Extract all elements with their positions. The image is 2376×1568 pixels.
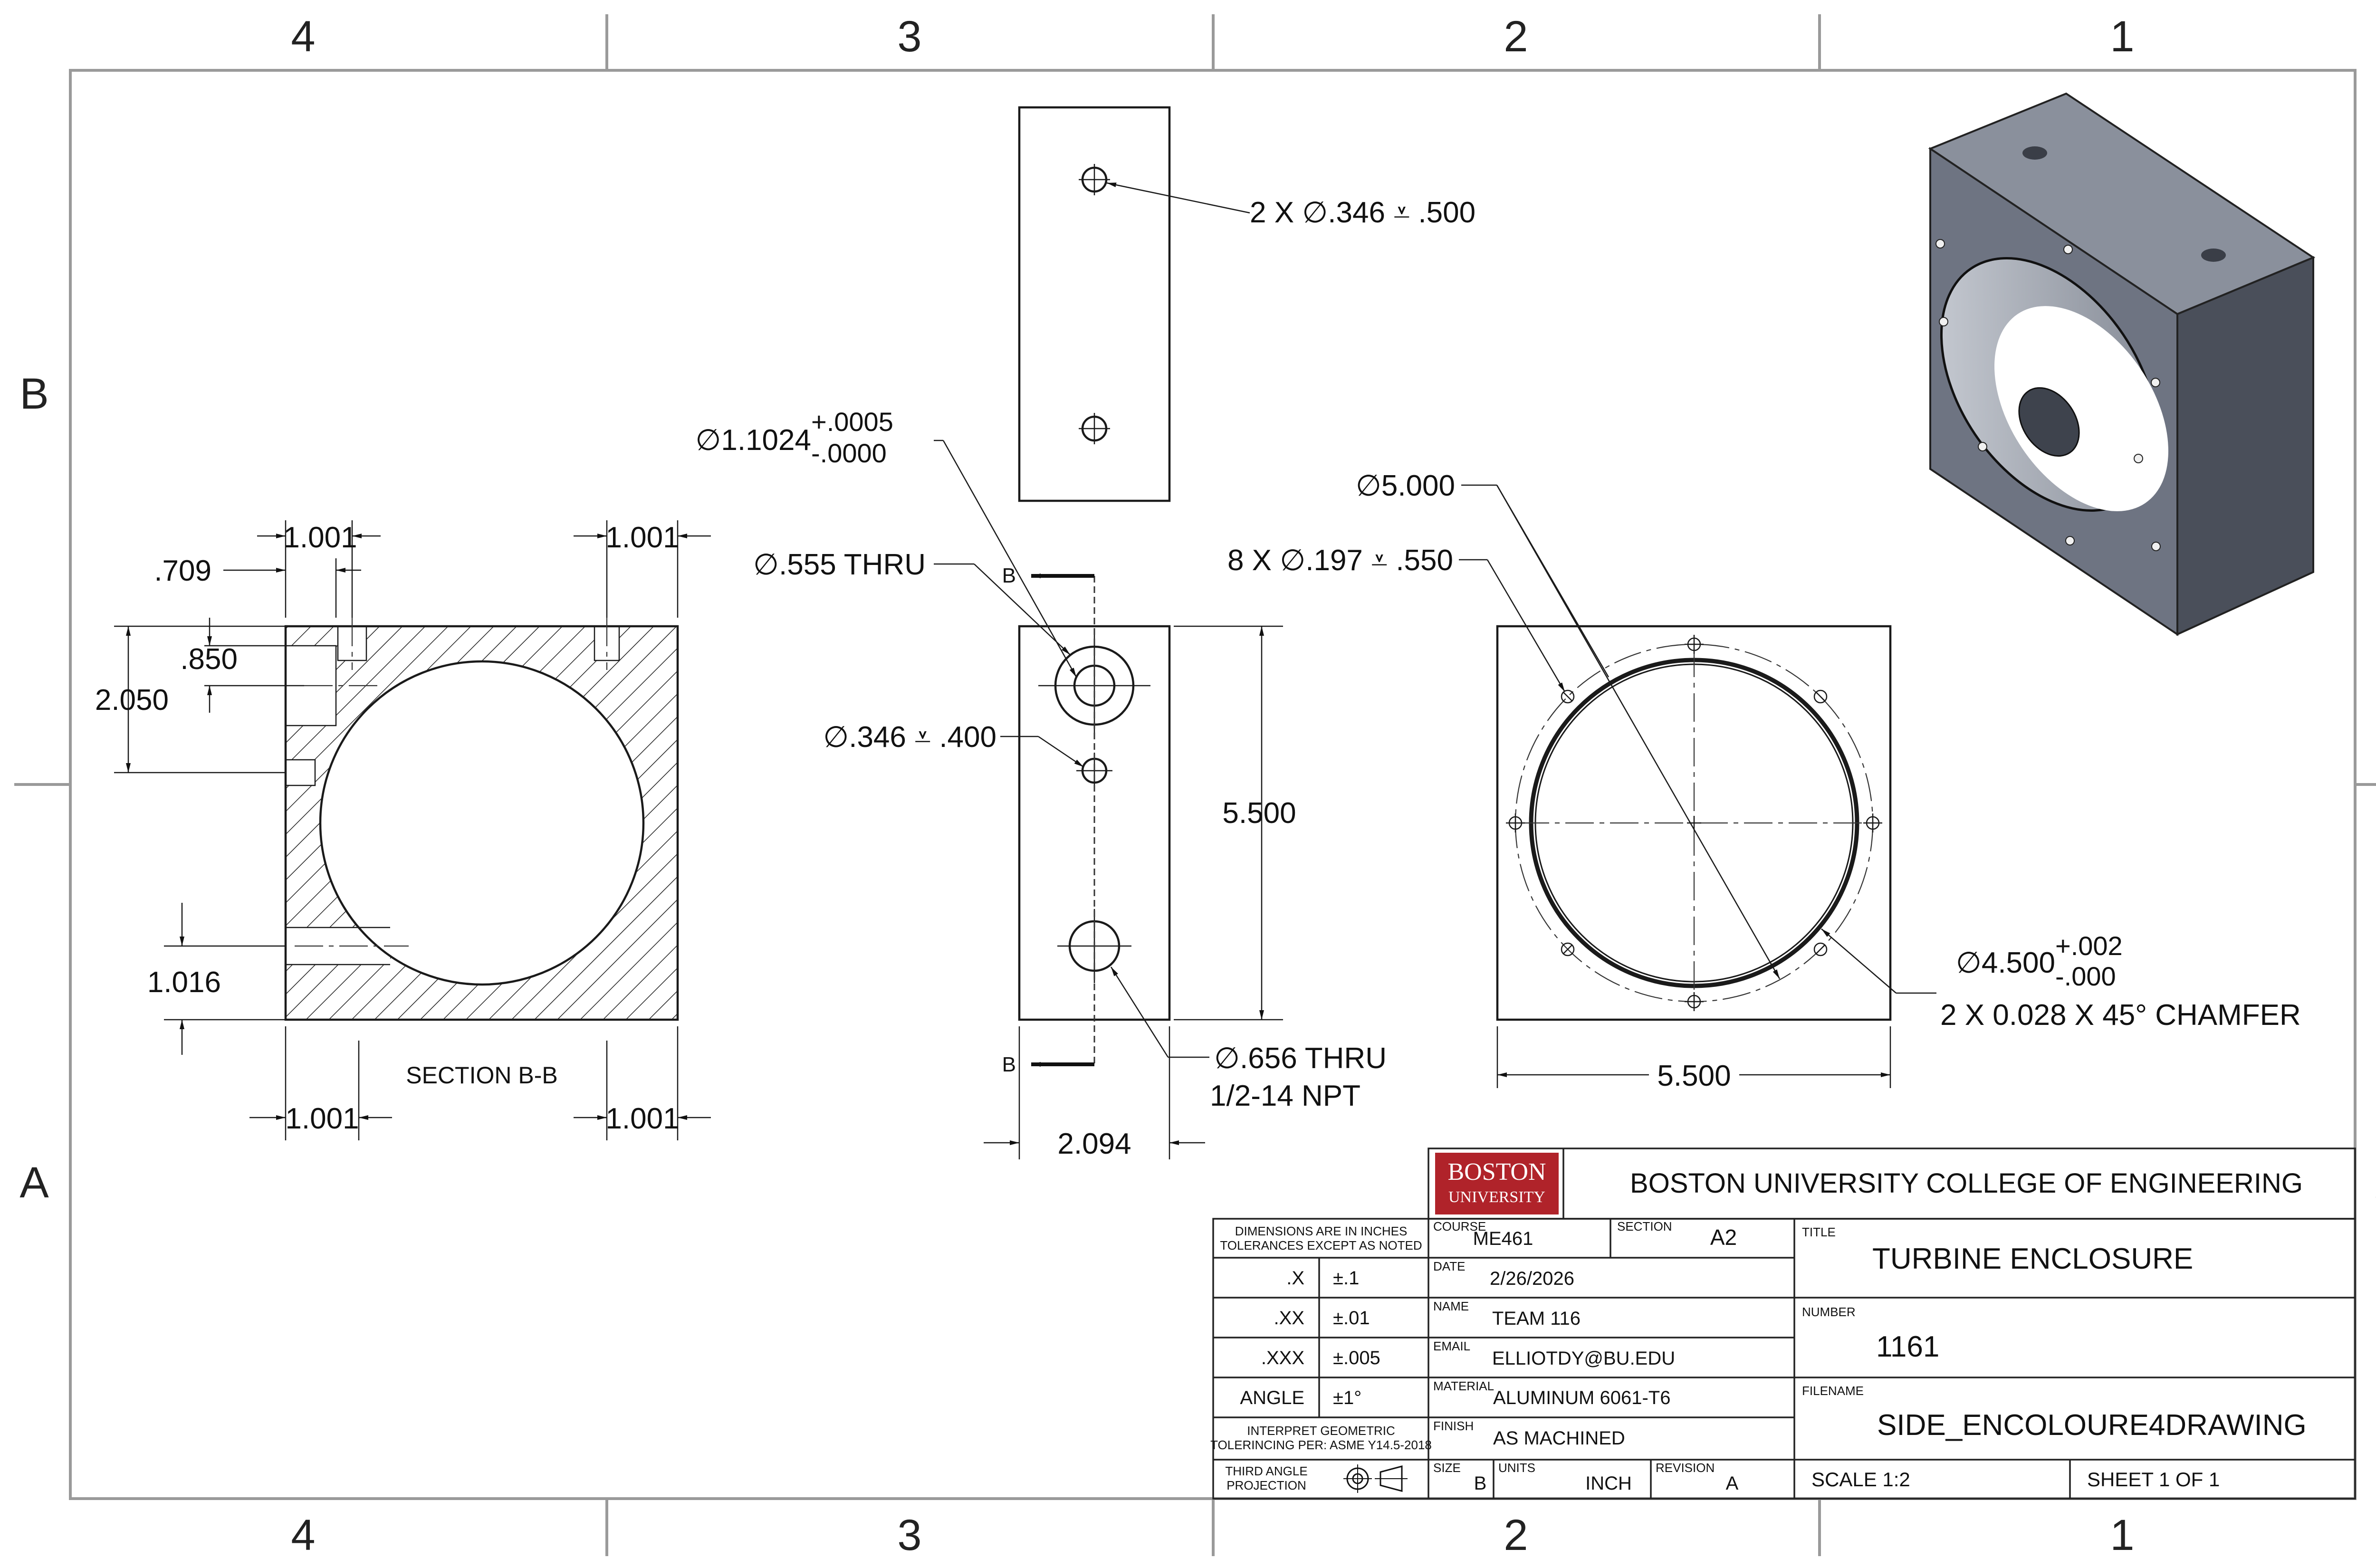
zone-col-3-top: 3 <box>897 12 921 61</box>
gdt-note-line2: TOLERINCING PER: ASME Y14.5-2018 <box>1210 1438 1432 1452</box>
projection-line1: THIRD ANGLE <box>1225 1464 1307 1478</box>
side-view: B B ∅1.1024 +.0005 -.0000 ∅.555 THRU ∅.3… <box>695 407 1387 1160</box>
dim-width-5500: 5.500 <box>1657 1060 1731 1092</box>
boston-university-logo <box>1435 1153 1559 1214</box>
zone-row-a-left: A <box>19 1158 49 1207</box>
dims-note-line1: DIMENSIONS ARE IN INCHES <box>1235 1224 1408 1238</box>
revision-value: A <box>1726 1473 1739 1494</box>
material-label: MATERIAL <box>1433 1379 1494 1393</box>
tol-label-xxx: .XXX <box>1261 1348 1304 1368</box>
dim-sec-1001-bottom-left: 1.001 <box>285 1102 359 1135</box>
tol-label-xx: .XX <box>1274 1308 1304 1329</box>
zone-col-2-bottom: 2 <box>1504 1511 1528 1559</box>
section-b-b-view <box>284 618 679 1021</box>
college-name: BOSTON UNIVERSITY COLLEGE OF ENGINEERING <box>1630 1168 2303 1199</box>
revision-label: REVISION <box>1656 1461 1715 1475</box>
dim-dia-4500: ∅4.500 <box>1956 947 2055 979</box>
size-label: SIZE <box>1433 1461 1461 1475</box>
section-value: A2 <box>1710 1225 1737 1250</box>
date-value: 2/26/2026 <box>1490 1268 1574 1289</box>
dim-chamfer: 2 X 0.028 X 45° CHAMFER <box>1940 999 2301 1032</box>
zone-col-1-bottom: 1 <box>2110 1511 2134 1559</box>
finish-label: FINISH <box>1433 1419 1474 1433</box>
dim-bore-tol-minus: -.0000 <box>811 438 887 468</box>
dim-top-holes-346: 2 X ∅.346 ⩡ .500 <box>1250 196 1475 229</box>
dims-note-line2: TOLERANCES EXCEPT AS NOTED <box>1220 1238 1422 1252</box>
isometric-view <box>1928 92 2316 636</box>
sheet-value: SHEET 1 OF 1 <box>2087 1468 2220 1491</box>
gdt-note-line1: INTERPRET GEOMETRIC <box>1247 1424 1395 1438</box>
dim-hole-346-400: ∅.346 ⩡ .400 <box>823 721 996 754</box>
tol-label-angle: ANGLE <box>1240 1387 1304 1408</box>
cut-label-b-top: B <box>1002 564 1016 587</box>
dim-sec-1001-top-right: 1.001 <box>605 521 679 554</box>
date-label: DATE <box>1433 1259 1465 1273</box>
course-value: ME461 <box>1473 1228 1533 1249</box>
front-view: ∅5.000 8 X ∅.197 ⩡ .550 ∅4.500 +.002 -.0… <box>1227 469 2301 1092</box>
tol-value-angle: ±1° <box>1333 1387 1361 1408</box>
drawing-number: 1161 <box>1876 1330 1939 1363</box>
dim-thru-656: ∅.656 THRU <box>1214 1042 1387 1075</box>
scale-value: SCALE 1:2 <box>1811 1468 1910 1491</box>
name-value: TEAM 116 <box>1492 1308 1581 1329</box>
filename-label: FILENAME <box>1802 1384 1864 1398</box>
dim-bore-tol-plus: +.0005 <box>811 407 893 437</box>
top-view: 2 X ∅.346 ⩡ .500 <box>1018 106 1475 502</box>
dim-dia-5000: ∅5.000 <box>1356 469 1455 502</box>
dim-sec-1016: 1.016 <box>147 966 221 999</box>
zone-col-1-top: 1 <box>2110 12 2134 61</box>
dim-sec-709: .709 <box>154 555 211 587</box>
dim-depth-2094: 2.094 <box>1057 1128 1131 1160</box>
section-dimensions: 1.001 1.001 .709 .850 2.050 1.016 1.001 <box>95 520 711 1140</box>
tol-value-xx: ±.01 <box>1333 1308 1370 1329</box>
units-value: INCH <box>1585 1473 1632 1494</box>
units-label: UNITS <box>1498 1461 1535 1475</box>
third-angle-projection-icon <box>1343 1464 1408 1493</box>
zone-col-2-top: 2 <box>1504 12 1528 61</box>
projection-line2: PROJECTION <box>1226 1478 1306 1492</box>
drawing-title: TURBINE ENCLOSURE <box>1872 1243 2193 1275</box>
title-block: BOSTON UNIVERSITY BOSTON UNIVERSITY COLL… <box>1210 1147 2356 1500</box>
cut-label-b-bottom: B <box>1002 1053 1016 1076</box>
zone-labels: 4 3 2 1 4 3 2 1 B B A A <box>19 12 2376 1559</box>
zone-row-b-left: B <box>19 370 48 418</box>
logo-line-boston: BOSTON <box>1447 1158 1546 1186</box>
tol-value-x: ±.1 <box>1333 1268 1359 1289</box>
section-b-b-label: SECTION B-B <box>406 1062 557 1089</box>
dim-bore-1-1024: ∅1.1024 <box>695 424 811 457</box>
bolt-hole-pattern <box>1506 635 1882 1011</box>
number-label: NUMBER <box>1802 1305 1856 1319</box>
dim-dia-4500-minus: -.000 <box>2055 961 2116 991</box>
zone-col-3-bottom: 3 <box>897 1511 921 1559</box>
zone-col-4-bottom: 4 <box>291 1511 315 1559</box>
title-label: TITLE <box>1802 1225 1836 1239</box>
tol-label-x: .X <box>1286 1268 1304 1289</box>
email-value: ELLIOTDY@BU.EDU <box>1492 1348 1675 1369</box>
size-value: B <box>1474 1473 1487 1494</box>
name-label: NAME <box>1433 1299 1469 1313</box>
course-label: COURSE <box>1433 1219 1486 1233</box>
dim-bolt-holes-197: 8 X ∅.197 ⩡ .550 <box>1227 544 1453 577</box>
finish-value: AS MACHINED <box>1493 1428 1625 1449</box>
zone-col-4-top: 4 <box>291 12 315 61</box>
tol-value-xxx: ±.005 <box>1333 1348 1380 1368</box>
dim-height-5500: 5.500 <box>1222 797 1296 830</box>
dim-sec-2050: 2.050 <box>95 684 169 717</box>
dim-sec-850: .850 <box>180 643 238 676</box>
drawing-filename: SIDE_ENCOLOURE4DRAWING <box>1877 1409 2307 1442</box>
material-value: ALUMINUM 6061-T6 <box>1493 1387 1670 1408</box>
dim-dia-4500-plus: +.002 <box>2055 931 2123 961</box>
dim-sec-1001-top-left: 1.001 <box>283 521 357 554</box>
logo-line-university: UNIVERSITY <box>1448 1188 1545 1206</box>
dim-thru-555: ∅.555 THRU <box>753 548 926 581</box>
email-label: EMAIL <box>1433 1339 1470 1353</box>
section-label: SECTION <box>1617 1219 1672 1233</box>
dim-sec-1001-bottom-right: 1.001 <box>605 1102 679 1135</box>
dim-npt: 1/2-14 NPT <box>1210 1080 1360 1112</box>
